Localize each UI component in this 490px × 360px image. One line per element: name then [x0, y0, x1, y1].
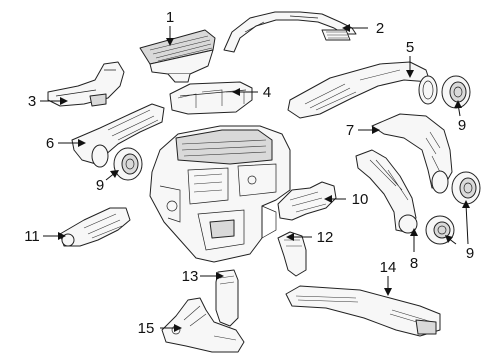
callout-9-upper: 9 — [458, 117, 466, 134]
callout-2: 2 — [376, 20, 384, 37]
callout-9-left: 9 — [96, 177, 104, 194]
leader-arrowheads — [58, 24, 470, 332]
part-3-side-duct-left — [47, 61, 125, 107]
callout-15: 15 — [138, 320, 155, 337]
callout-11: 11 — [24, 228, 40, 245]
callout-10: 10 — [352, 191, 369, 208]
part-8-right-floor-duct — [355, 149, 418, 234]
part-7-right-outlet-duct — [371, 113, 453, 194]
callout-4: 4 — [263, 84, 271, 101]
callout-1: 1 — [166, 9, 174, 26]
part-11-left-floor-duct — [59, 207, 131, 247]
callout-12: 12 — [317, 229, 334, 246]
part-2-side-window-duct — [223, 11, 357, 53]
callout-9-lower: 9 — [466, 245, 474, 262]
part-9-outlet-upper-right — [441, 75, 471, 109]
callout-5: 5 — [406, 39, 414, 56]
callout-14: 14 — [380, 259, 397, 276]
part-15-floor-duct-bracket — [161, 297, 245, 353]
callout-3: 3 — [28, 93, 36, 110]
callout-labels: 1 2 3 4 5 6 7 8 9 9 9 10 11 12 13 14 15 — [24, 9, 474, 337]
part-1-defroster-nozzle — [139, 29, 216, 83]
callout-6: 6 — [46, 135, 54, 152]
part-6-left-panel-duct — [71, 103, 165, 168]
part-9-outlet-lower-right — [451, 171, 481, 205]
part-4-center-duct — [169, 81, 253, 115]
part-9-outlet-left — [113, 147, 143, 181]
part-13-vertical-duct — [215, 269, 239, 327]
part-5-right-panel-duct — [287, 61, 438, 119]
callout-13: 13 — [182, 268, 199, 285]
callout-8: 8 — [410, 255, 418, 272]
part-14-rear-floor-duct — [285, 285, 441, 337]
hvac-module-assembly — [149, 125, 291, 263]
part-10-connector-duct — [277, 181, 337, 221]
callout-7: 7 — [346, 122, 354, 139]
